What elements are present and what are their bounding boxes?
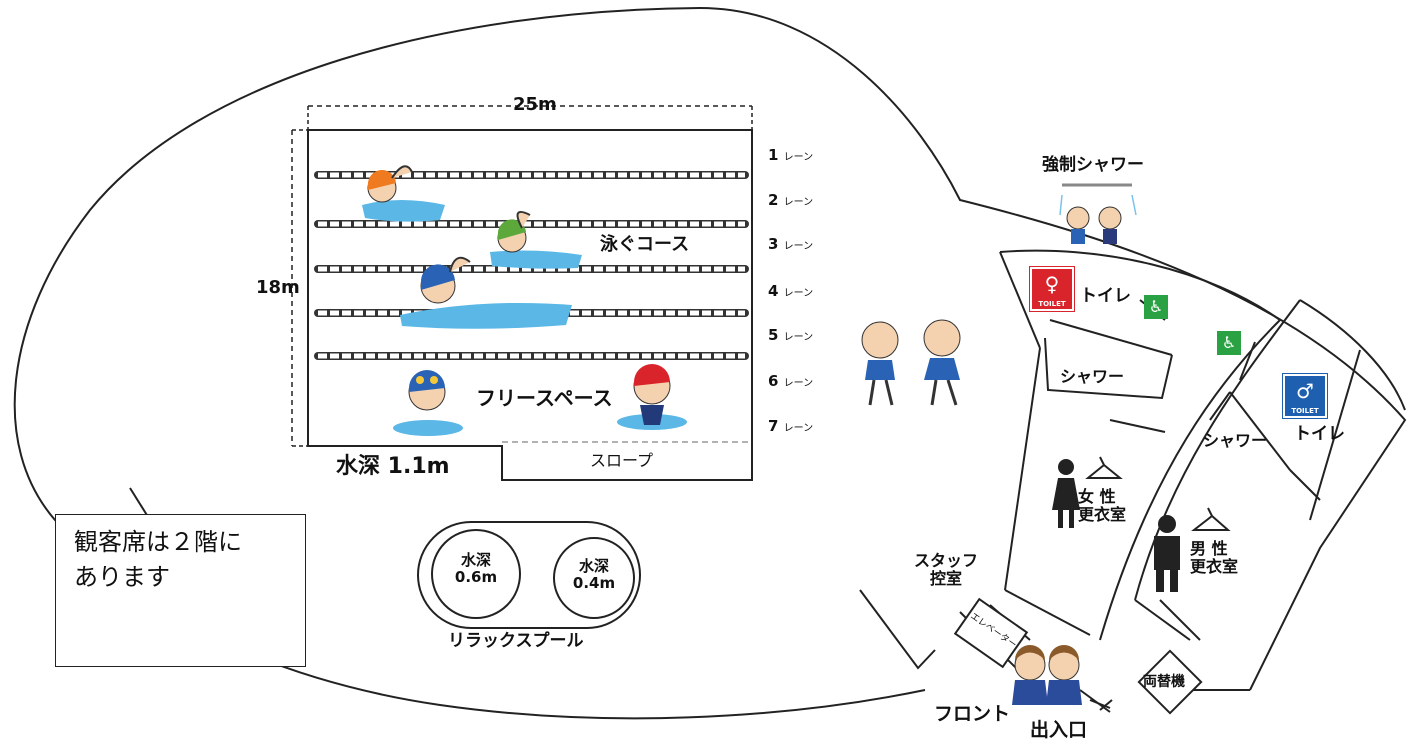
spectator-note-line-2: あります (74, 562, 170, 591)
lane-label-2: 2 レーン (768, 191, 814, 209)
relax-pool-shallow-label-title: 水深 (578, 557, 609, 575)
changer-box (1137, 649, 1203, 715)
pool-depth-label: 水深 1.1m (336, 454, 450, 479)
toilet-left-label: トイレ (1080, 286, 1131, 306)
front-staff-illustration (1012, 645, 1082, 705)
women-locker-label-line-2: 更衣室 (1078, 505, 1127, 525)
shower-left-label: シャワー (1060, 367, 1125, 386)
toilet-right-label: トイレ (1294, 424, 1345, 444)
men-locker-label-line-1: 男 性 (1190, 539, 1228, 558)
lane-label-7: 7 レーン (768, 417, 814, 435)
swimmer-illustration-free-left (393, 370, 463, 436)
relax-pool-shallow-label: 水深 0.4m (564, 557, 624, 593)
lane-label-1: 1 レーン (768, 146, 814, 164)
elevator-box (953, 597, 1029, 669)
women-locker-label: 女 性 更衣室 (1078, 487, 1127, 525)
toilet-sign-women: ♀ TOILET (1029, 266, 1075, 312)
shower-right-label: シャワー (1203, 431, 1268, 450)
front-label: フロント (934, 703, 1011, 725)
swimmer-illustration-blue (400, 256, 572, 329)
toilet-sign-women-caption: TOILET (1038, 300, 1066, 308)
lane-label-4: 4 レーン (768, 282, 814, 300)
free-space-label: フリースペース (476, 386, 613, 410)
staff-room-label-line-2: 控室 (929, 569, 962, 589)
swim-course-label: 泳ぐコース (600, 234, 690, 255)
locker-wing-walls (859, 249, 1406, 713)
pool-width-label: 25m (513, 94, 557, 115)
relax-pool-shallow-label-value: 0.4m (572, 574, 616, 593)
relax-pool-shallow (553, 537, 635, 619)
building-outline (13, 6, 1407, 720)
men-locker-label: 男 性 更衣室 (1190, 539, 1239, 577)
men-locker-label-line-2: 更衣室 (1190, 557, 1239, 577)
men-locker-icon (1154, 507, 1231, 592)
toilet-sign-men: ♂ TOILET (1282, 373, 1328, 419)
staff-room-label-line-1: スタッフ (913, 551, 978, 570)
entrance-label: 出入口 (1030, 719, 1088, 741)
forced-shower-illustration (1059, 183, 1137, 244)
forced-shower-label: 強制シャワー (1042, 155, 1144, 175)
women-locker-label-line-1: 女 性 (1078, 487, 1116, 506)
swimmer-illustration-orange (362, 165, 445, 222)
relax-pool-deep-label-title: 水深 (460, 551, 491, 569)
slope-label: スロープ (590, 451, 654, 470)
spectator-note-box: 観客席は２階に あります (55, 514, 306, 667)
wheelchair-icon-right: ♿ (1217, 331, 1241, 355)
changer-label: 両替機 (1143, 674, 1185, 690)
lane-label-5: 5 レーン (768, 326, 814, 344)
relax-pool-label: リラックスプール (448, 631, 584, 651)
relax-pool-deep-label-value: 0.6m (454, 568, 498, 587)
pool-height-label: 18m (256, 277, 300, 298)
spectator-note-line-1: 観客席は２階に (74, 528, 242, 556)
staff-room-label: スタッフ 控室 (906, 551, 986, 589)
relax-pool-deep-label: 水深 0.6m (446, 551, 506, 587)
stretching-kids-illustration (861, 319, 961, 406)
toilet-sign-men-caption: TOILET (1291, 407, 1319, 415)
lane-label-3: 3 レーン (768, 235, 814, 253)
swimmer-illustration-free-right (617, 364, 687, 430)
lane-label-6: 6 レーン (768, 372, 814, 390)
swimmer-illustration-green (490, 211, 582, 269)
relax-pool-deep (431, 529, 521, 619)
toilet-men-figure-icon: ♂ (1296, 379, 1314, 403)
wheelchair-icon-left: ♿ (1144, 295, 1168, 319)
toilet-women-figure-icon: ♀ (1044, 272, 1060, 296)
women-locker-icon (1052, 456, 1123, 528)
